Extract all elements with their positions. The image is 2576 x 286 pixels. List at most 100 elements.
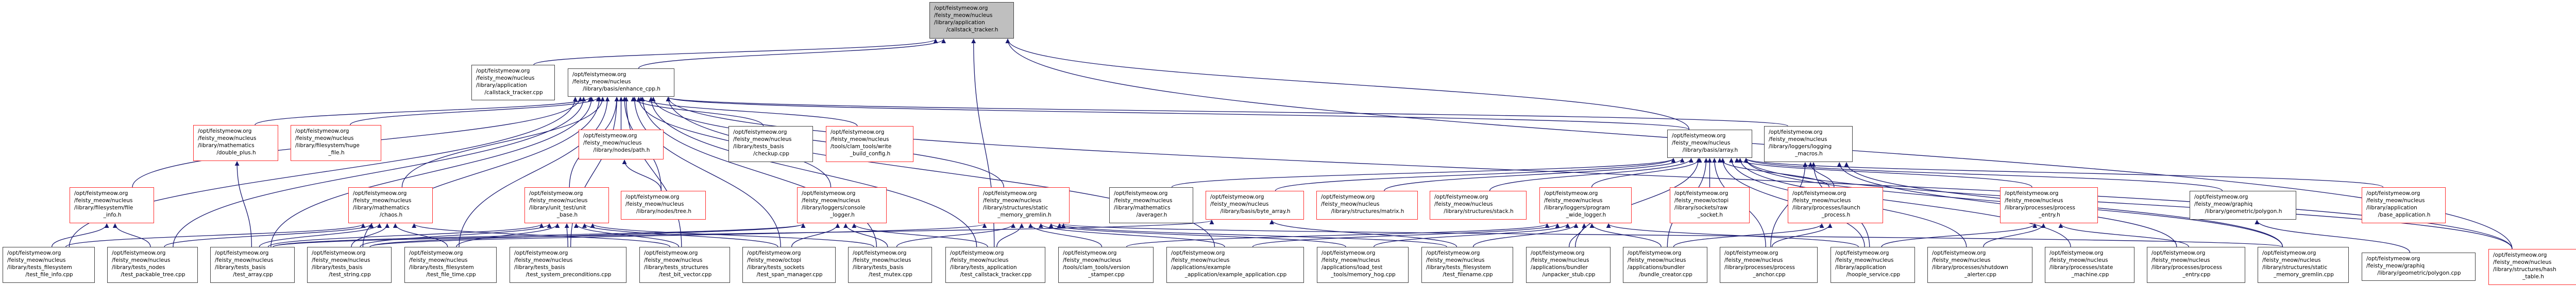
graph-node-bundle-creator[interactable]: /opt/feistymeow.org/feisty_meow/nucleus/… xyxy=(1623,247,1707,283)
graph-node-file-info-h[interactable]: /opt/feistymeow.org/feisty_meow/nucleus/… xyxy=(70,187,154,223)
node-label-line: /test_filename.cpp xyxy=(1443,272,1493,278)
node-label-line: /feisty_meow/nucleus xyxy=(2049,257,2108,263)
graph-node-pentry-cpp[interactable]: /opt/feistymeow.org/feisty_meow/nucleus/… xyxy=(2147,247,2245,283)
node-label-line: /test_span_manager.cpp xyxy=(756,272,823,278)
node-label-line: /feisty_meow/nucleus xyxy=(312,257,370,263)
edge-array-to-root xyxy=(1005,39,1690,130)
graph-node-console-logger[interactable]: /opt/feistymeow.org/feisty_meow/nucleus/… xyxy=(797,187,887,223)
graph-node-hoople-service[interactable]: /opt/feistymeow.org/feisty_meow/nucleus/… xyxy=(1831,247,1915,283)
edge-byte-array-to-array xyxy=(1275,158,1676,191)
graph-node-chaos[interactable]: /opt/feistymeow.org/feisty_meow/nucleus/… xyxy=(348,187,433,223)
node-label-line: /feisty_meow/nucleus xyxy=(583,140,642,146)
edge-test-array-to-double-plus xyxy=(234,161,252,247)
node-label-line: /feisty_meow/nucleus xyxy=(1531,257,1589,263)
graph-node-test-file-time[interactable]: /opt/feistymeow.org/feisty_meow/nucleus/… xyxy=(404,247,497,283)
graph-node-memory-hog[interactable]: /opt/feistymeow.org/feisty_meow/nucleus/… xyxy=(1317,247,1409,283)
graph-node-huge-file[interactable]: /opt/feistymeow.org/feisty_meow/nucleus/… xyxy=(291,125,381,161)
graph-node-raw-socket[interactable]: /opt/feistymeow.org/feisty_meow/octopi/l… xyxy=(1670,187,1750,223)
graph-node-example-app[interactable]: /opt/feistymeow.org/feisty_meow/nucleus/… xyxy=(1166,247,1304,283)
node-label-line: /library/tests_structures xyxy=(644,264,708,271)
node-label-line: /double_plus.h xyxy=(216,150,256,156)
node-label-line: /library/mathematics xyxy=(353,205,410,211)
graph-node-averager[interactable]: /opt/feistymeow.org/feisty_meow/nucleus/… xyxy=(1109,187,1193,223)
edge-test-string-to-smg-h xyxy=(369,223,987,247)
node-label-line: /library/tests_filesystem xyxy=(1426,264,1491,271)
edge-hash-table-to-enhance xyxy=(666,97,2513,249)
edge-launch-to-logging-macros xyxy=(1808,162,1835,188)
graph-node-test-file-info[interactable]: /opt/feistymeow.org/feisty_meow/nucleus/… xyxy=(3,247,95,283)
graph-node-checkup[interactable]: /opt/feistymeow.org/feisty_meow/nucleus/… xyxy=(728,126,813,162)
node-label-line: /opt/feistymeow.org xyxy=(2151,250,2206,256)
graph-node-hash-table[interactable]: /opt/feistymeow.org/feisty_meow/nucleus/… xyxy=(2488,249,2576,285)
node-label-line: /opt/feistymeow.org xyxy=(112,250,166,256)
graph-node-test-array[interactable]: /opt/feistymeow.org/feisty_meow/nucleus/… xyxy=(210,247,295,283)
graph-node-test-sys-pre[interactable]: /opt/feistymeow.org/feisty_meow/nucleus/… xyxy=(510,247,626,283)
graph-node-polygon-cpp[interactable]: /opt/feistymeow.org/feisty_meow/graphiq/… xyxy=(2362,253,2476,281)
edge-test-file-info-to-enhance xyxy=(69,97,578,247)
graph-node-test-callstack-tracker[interactable]: /opt/feistymeow.org/feisty_meow/nucleus/… xyxy=(945,247,1045,283)
node-label-line: /opt/feistymeow.org xyxy=(1321,250,1376,256)
graph-node-test-mutex[interactable]: /opt/feistymeow.org/feisty_meow/nucleus/… xyxy=(848,247,932,283)
graph-node-logging-macros[interactable]: /opt/feistymeow.org/feisty_meow/nucleus/… xyxy=(1764,126,1853,162)
node-label-line: /feisty_meow/nucleus xyxy=(802,198,860,204)
node-label-line: /opt/feistymeow.org xyxy=(950,250,1004,256)
graph-node-cst-cpp[interactable]: /opt/feistymeow.org/feisty_meow/nucleus/… xyxy=(471,65,555,100)
node-label-line: /test_string.cpp xyxy=(329,272,371,278)
graph-node-byte-array[interactable]: /opt/feistymeow.org/feisty_meow/nucleus/… xyxy=(1206,191,1304,220)
graph-node-test-span-manager[interactable]: /opt/feistymeow.org/feisty_meow/octopi/l… xyxy=(742,247,836,283)
edge-bundle-creator-to-pwl xyxy=(1589,223,1662,247)
node-label-line: /library/processes/process xyxy=(2151,264,2223,271)
graph-node-launch[interactable]: /opt/feistymeow.org/feisty_meow/nucleus/… xyxy=(1788,187,1883,223)
edge-memory-hog-to-pwl xyxy=(1373,223,1570,247)
node-label-line: /test_mutex.cpp xyxy=(869,272,912,278)
graph-node-stack[interactable]: /opt/feistymeow.org/feisty_meow/nucleus/… xyxy=(1430,191,1527,220)
graph-node-array[interactable]: /opt/feistymeow.org/feisty_meow/nucleus/… xyxy=(1667,130,1752,158)
node-label-line: /library/sockets/raw xyxy=(1674,205,1728,211)
graph-node-test-string[interactable]: /opt/feistymeow.org/feisty_meow/nucleus/… xyxy=(307,247,392,283)
edge-test-packable-tree-to-file-info-h xyxy=(112,223,151,247)
graph-node-path[interactable]: /opt/feistymeow.org/feisty_meow/nucleus/… xyxy=(579,130,664,159)
graph-node-unpacker-stub[interactable]: /opt/feistymeow.org/feisty_meow/nucleus/… xyxy=(1526,247,1611,283)
graph-node-pentry-h[interactable]: /opt/feistymeow.org/feisty_meow/nucleus/… xyxy=(2000,187,2098,223)
graph-node-state-machine[interactable]: /opt/feistymeow.org/feisty_meow/nucleus/… xyxy=(2045,247,2134,283)
graph-node-double-plus[interactable]: /opt/feistymeow.org/feisty_meow/nucleus/… xyxy=(193,125,278,161)
node-label-line: /opt/feistymeow.org xyxy=(583,133,637,139)
edge-test-sys-pre-to-unit-base xyxy=(564,223,569,247)
graph-node-test-filename[interactable]: /opt/feistymeow.org/feisty_meow/nucleus/… xyxy=(1421,247,1513,283)
edge-chaos-to-enhance xyxy=(401,97,605,188)
edge-test-mutex-to-smg-h xyxy=(896,223,1016,247)
node-label-line: /library/application xyxy=(2366,205,2417,211)
graph-node-polygon-h[interactable]: /opt/feistymeow.org/feisty_meow/graphiq/… xyxy=(2190,191,2296,220)
graph-node-matrix[interactable]: /opt/feistymeow.org/feisty_meow/nucleus/… xyxy=(1316,191,1418,220)
node-label-line: /applications/load_test xyxy=(1321,264,1383,271)
node-label-line: _file.h xyxy=(328,150,345,156)
node-label-line: /applications/bundler xyxy=(1628,264,1685,271)
graph-node-process-anchor[interactable]: /opt/feistymeow.org/feisty_meow/nucleus/… xyxy=(1720,247,1818,283)
graph-node-write-build-config[interactable]: /opt/feistymeow.org/feisty_meow/nucleus/… xyxy=(826,126,913,162)
graph-node-tree[interactable]: /opt/feistymeow.org/feisty_meow/nucleus/… xyxy=(621,191,706,220)
graph-node-test-packable-tree[interactable]: /opt/feistymeow.org/feisty_meow/nucleus/… xyxy=(107,247,198,283)
node-label-line: /chaos.h xyxy=(379,212,403,218)
node-label-line: /library/basis/byte_array.h xyxy=(1220,208,1291,214)
graph-node-unit-base[interactable]: /opt/feistymeow.org/feisty_meow/nucleus/… xyxy=(524,187,609,223)
graph-node-smg-h[interactable]: /opt/feistymeow.org/feisty_meow/nucleus/… xyxy=(978,187,1070,223)
node-label-line: /library/processes/launch xyxy=(1792,205,1860,211)
node-label-line: /callstack_tracker.cpp xyxy=(484,90,543,96)
node-label-line: /feisty_meow/nucleus xyxy=(1628,257,1686,263)
node-label-line: /library/tests_basis xyxy=(312,264,363,271)
graph-node-base-app[interactable]: /opt/feistymeow.org/feisty_meow/nucleus/… xyxy=(2362,187,2446,223)
node-label-line: /opt/feistymeow.org xyxy=(409,250,463,256)
node-label-line: /library/processes/process xyxy=(2005,205,2076,211)
graph-node-test-bit-vector[interactable]: /opt/feistymeow.org/feisty_meow/nucleus/… xyxy=(639,247,730,283)
graph-node-shutdown-alerter[interactable]: /opt/feistymeow.org/feisty_meow/nucleus/… xyxy=(1927,247,2032,283)
node-label-line: /test_array.cpp xyxy=(233,272,273,278)
node-label-line: /library/tests_nodes xyxy=(112,264,165,271)
node-label-line: /library/application xyxy=(934,20,985,26)
graph-node-enhance[interactable]: /opt/feistymeow.org/feisty_meow/nucleus/… xyxy=(568,68,674,97)
graph-node-smg-cpp[interactable]: /opt/feistymeow.org/feisty_meow/nucleus/… xyxy=(2258,247,2349,283)
graph-node-version-stamper[interactable]: /opt/feistymeow.org/feisty_meow/nucleus/… xyxy=(1058,247,1154,283)
node-label-line: _build_config.h xyxy=(850,151,891,157)
node-label-line: _macros.h xyxy=(1795,151,1823,157)
graph-node-pwl[interactable]: /opt/feistymeow.org/feisty_meow/nucleus/… xyxy=(1539,187,1632,223)
